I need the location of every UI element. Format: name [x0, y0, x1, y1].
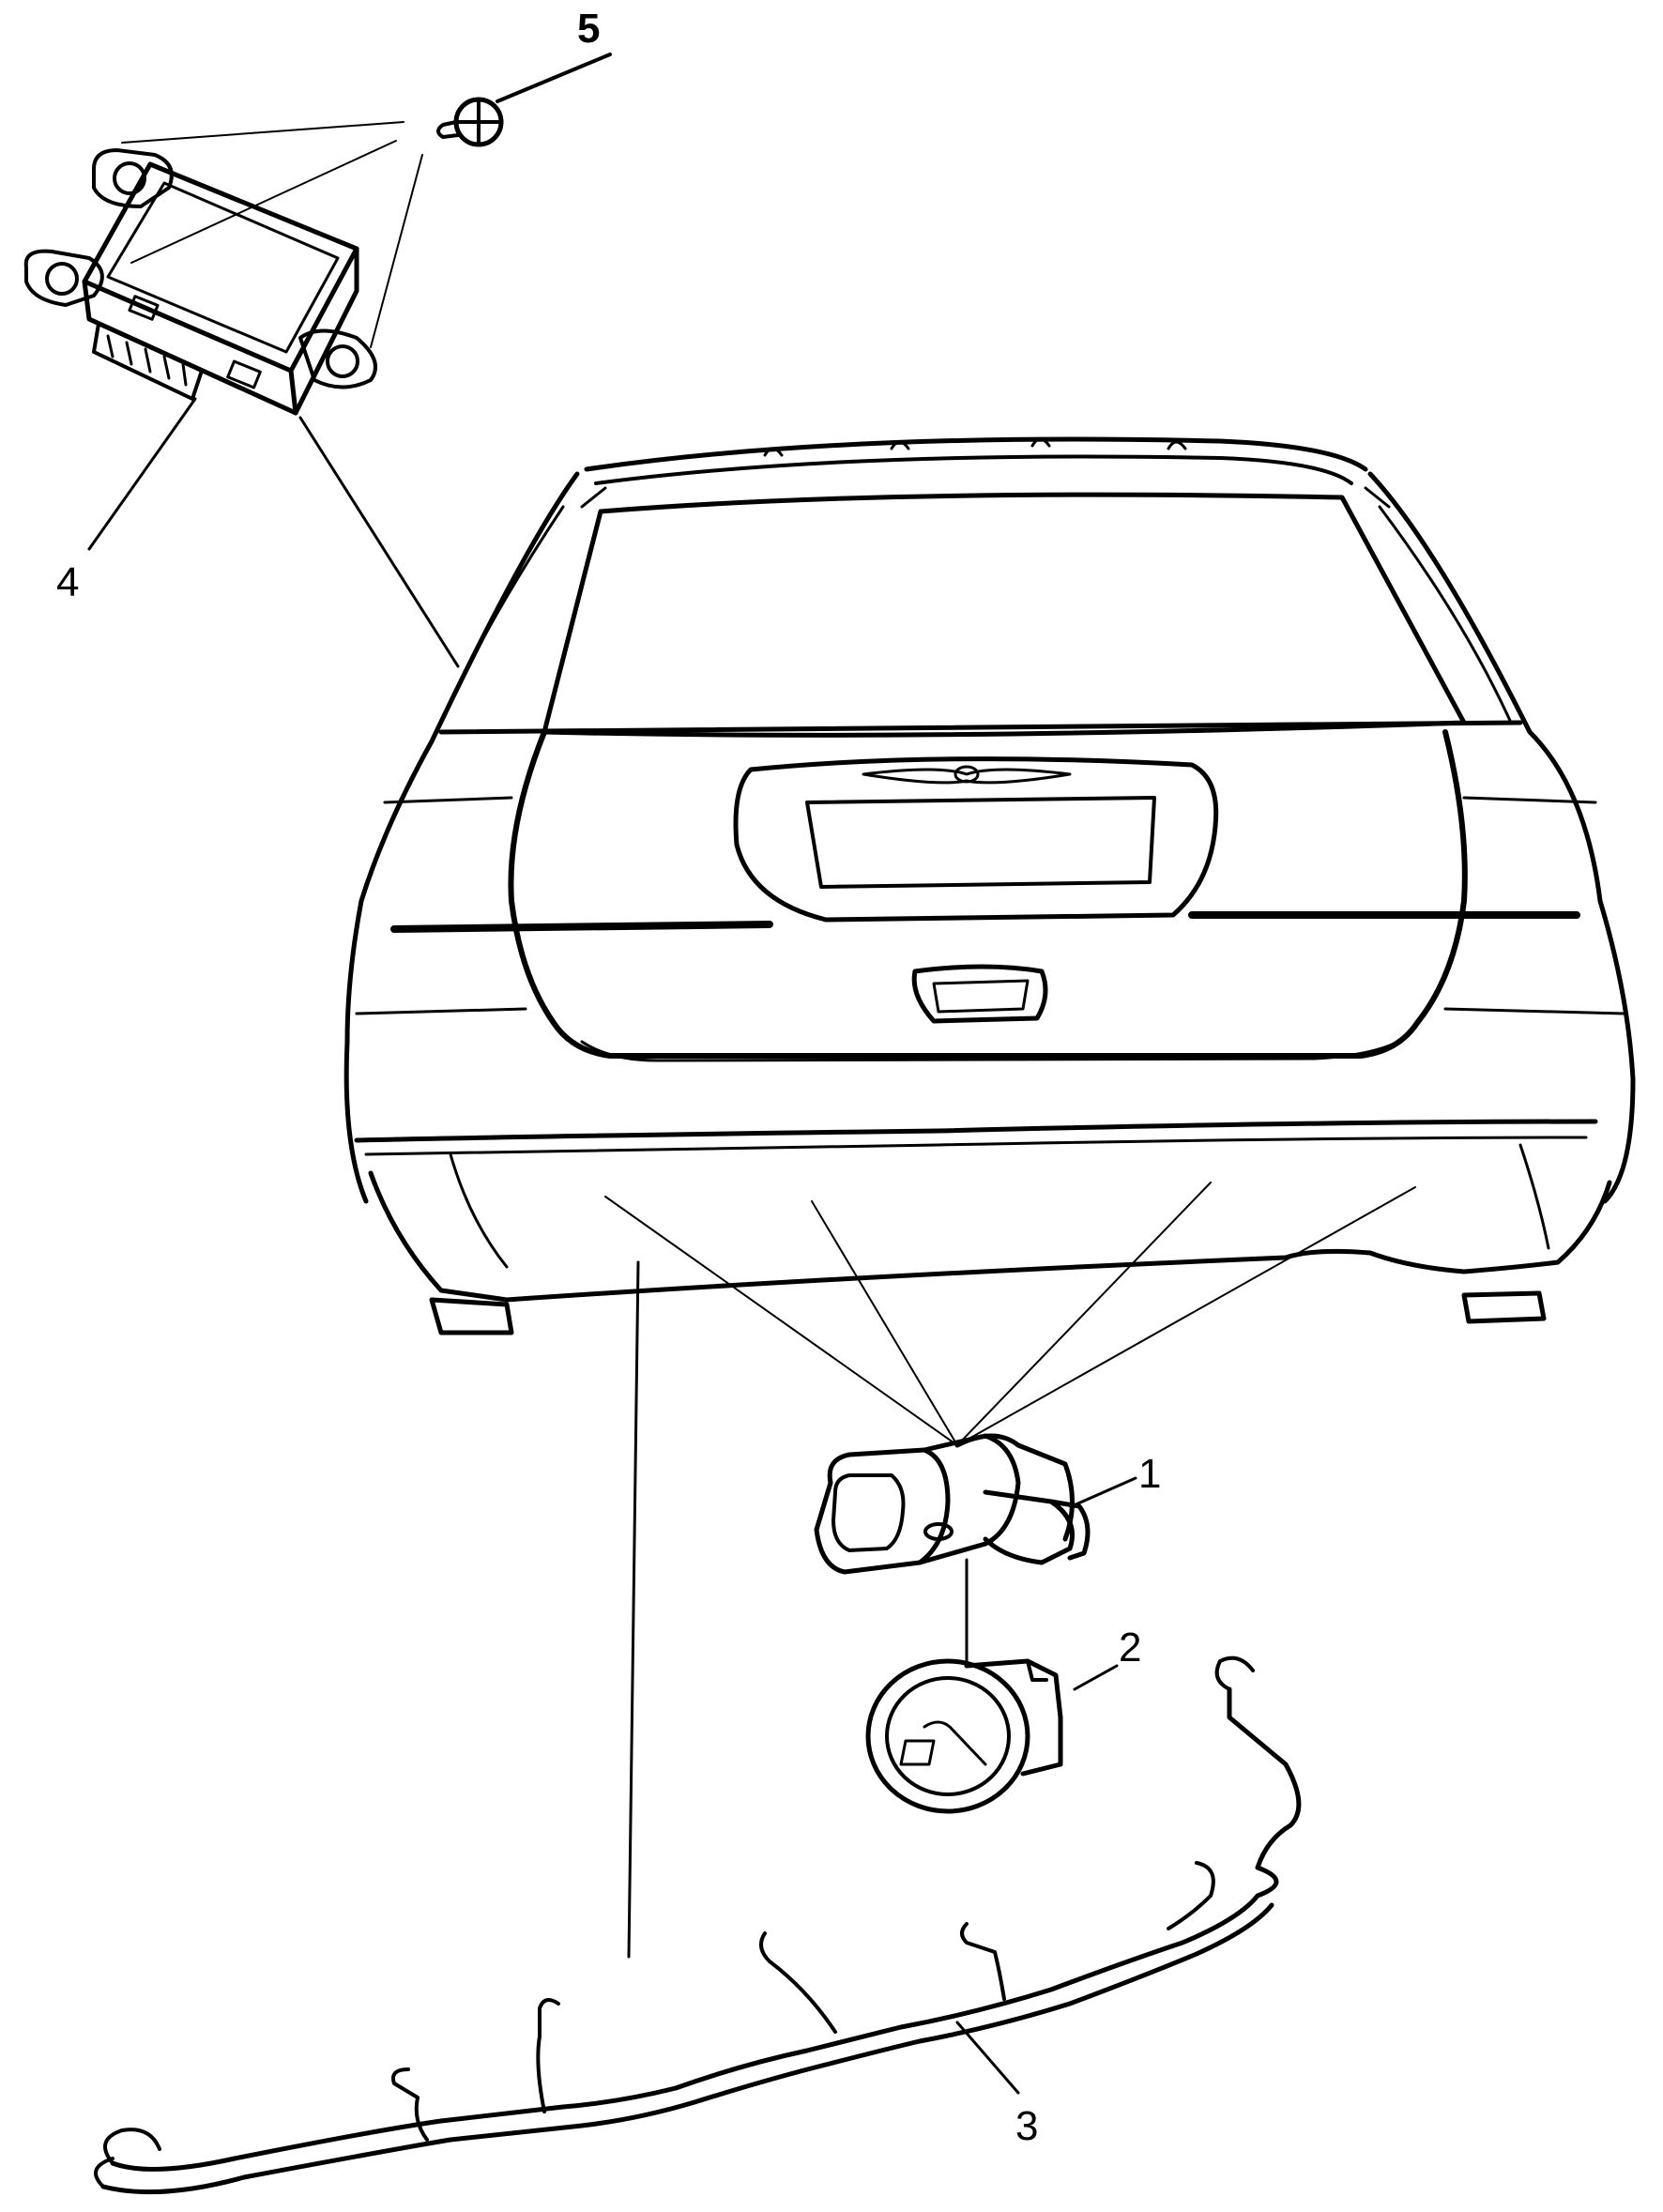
callout-4-label: 4 [56, 559, 79, 605]
wiring-harness-part [94, 1655, 1302, 2195]
callout-1-label: 1 [1138, 1451, 1161, 1497]
vehicle-rear-body [343, 436, 1636, 1335]
callout-3-label: 3 [1015, 2103, 1038, 2149]
parking-sensor-part [814, 1433, 1137, 1668]
sensor-location-lines [604, 1182, 1416, 1959]
control-module-part [23, 121, 460, 668]
callout-2-label: 2 [1119, 1625, 1141, 1670]
screw-part [436, 53, 612, 147]
callout-5-label: 5 [577, 6, 600, 52]
sensor-bezel-part [865, 1658, 1119, 1814]
